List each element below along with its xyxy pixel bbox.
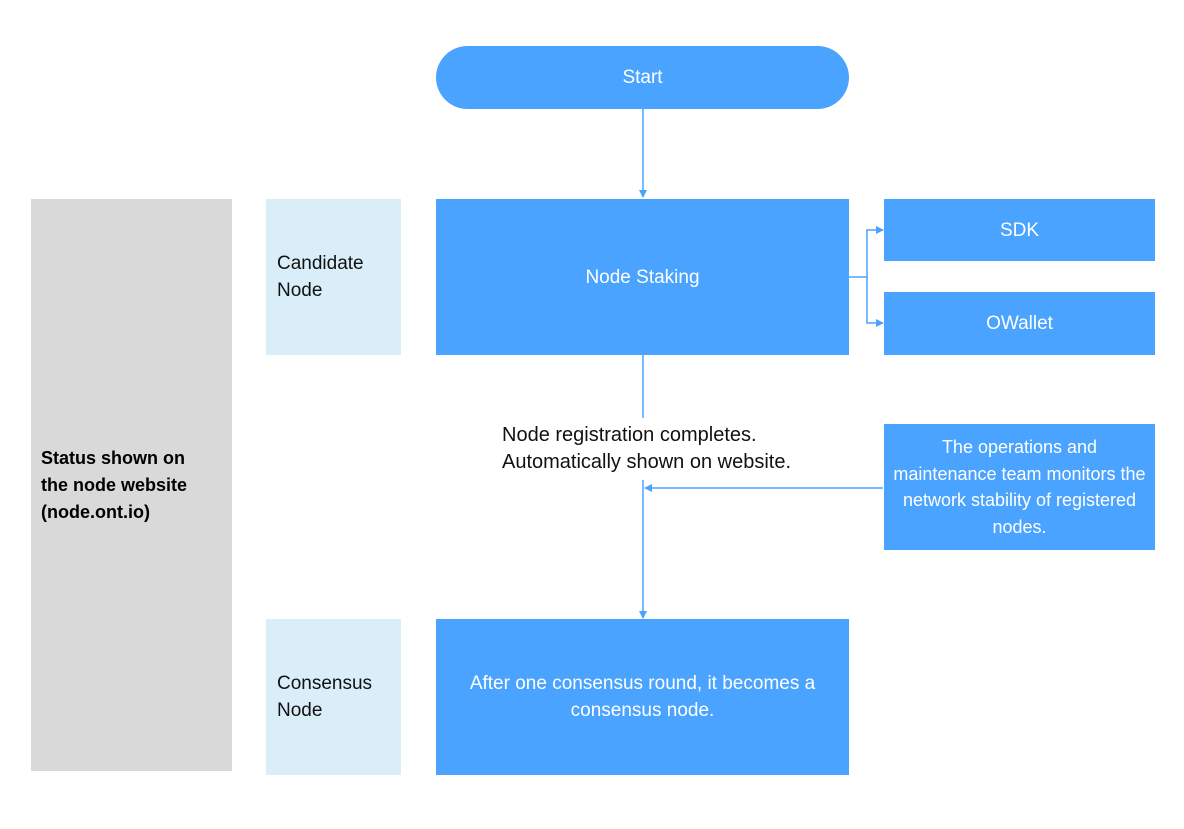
sdk-label: SDK	[999, 219, 1040, 241]
registration-note-line1: Node registration completes.	[502, 424, 757, 446]
consensus-result-box: After one consensus round, it becomes a …	[436, 619, 849, 775]
ops-team-label: The operations and maintenance team moni…	[893, 437, 1146, 537]
consensus-node-label-box: Consensus Node	[266, 619, 401, 775]
candidate-node-label-box: Candidate Node	[266, 199, 401, 355]
start-node: Start	[436, 46, 849, 109]
status-panel-label: Status shown on the node website (node.o…	[41, 447, 188, 522]
start-label: Start	[622, 67, 663, 88]
owallet-label: OWallet	[986, 313, 1053, 334]
status-panel: Status shown on the node website (node.o…	[31, 199, 232, 771]
owallet-box: OWallet	[884, 292, 1155, 355]
consensus-result-label: After one consensus round, it becomes a …	[469, 673, 816, 721]
registration-note-line2: Automatically shown on website.	[502, 451, 792, 473]
ops-team-box: The operations and maintenance team moni…	[884, 424, 1155, 550]
registration-note: Node registration completes. Automatical…	[502, 422, 862, 476]
node-staking-label: Node Staking	[585, 266, 700, 288]
consensus-node-label: Consensus Node	[277, 673, 373, 721]
candidate-node-label: Candidate Node	[277, 253, 364, 301]
arrow-staking-to-sdk	[849, 226, 884, 278]
arrow-staking-to-owallet	[866, 277, 884, 327]
sdk-box: SDK	[884, 199, 1155, 261]
node-staking-box: Node Staking	[436, 199, 849, 355]
